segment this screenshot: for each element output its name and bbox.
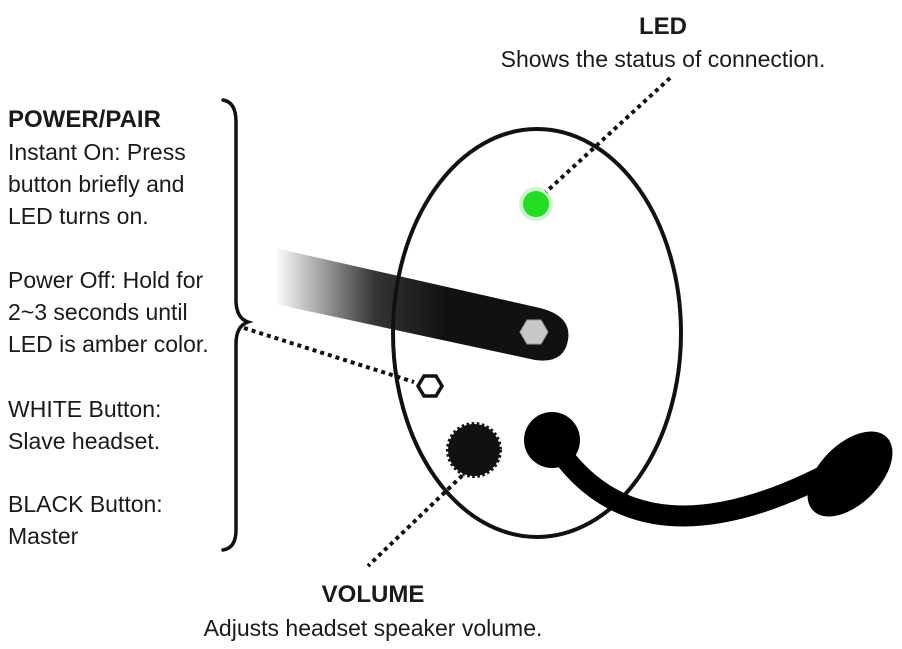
power-pair-line: button briefly and [8,171,185,197]
power-pair-line: WHITE Button: [8,396,162,422]
volume-description: Adjusts headset speaker volume. [203,615,543,641]
power-leader-line [243,326,415,384]
power-pair-line: Instant On: Press [8,139,186,165]
volume-leader-line [366,468,470,568]
power-pair-line: Power Off: Hold for [8,267,204,293]
power-pair-title: POWER/PAIR [8,106,161,133]
left-brace [221,98,254,552]
arm-hex-nut [519,319,549,345]
power-pair-line: LED is amber color. [8,331,209,357]
boom-pivot [524,412,580,468]
headband-arm [275,248,569,361]
led-title: LED [639,13,687,40]
power-pair-line: Slave headset. [8,428,161,454]
volume-knob[interactable] [446,422,502,478]
power-pair-line: Master [8,523,79,549]
led-indicator [523,191,549,217]
microphone-boom [541,429,861,527]
led-description: Shows the status of connection. [500,46,826,72]
power-pair-button[interactable] [415,374,445,398]
microphone-head [807,431,893,517]
power-pair-line: BLACK Button: [8,491,163,517]
volume-title: VOLUME [321,581,425,608]
power-pair-line: LED turns on. [8,203,149,229]
power-pair-line: 2~3 seconds until [8,299,188,325]
